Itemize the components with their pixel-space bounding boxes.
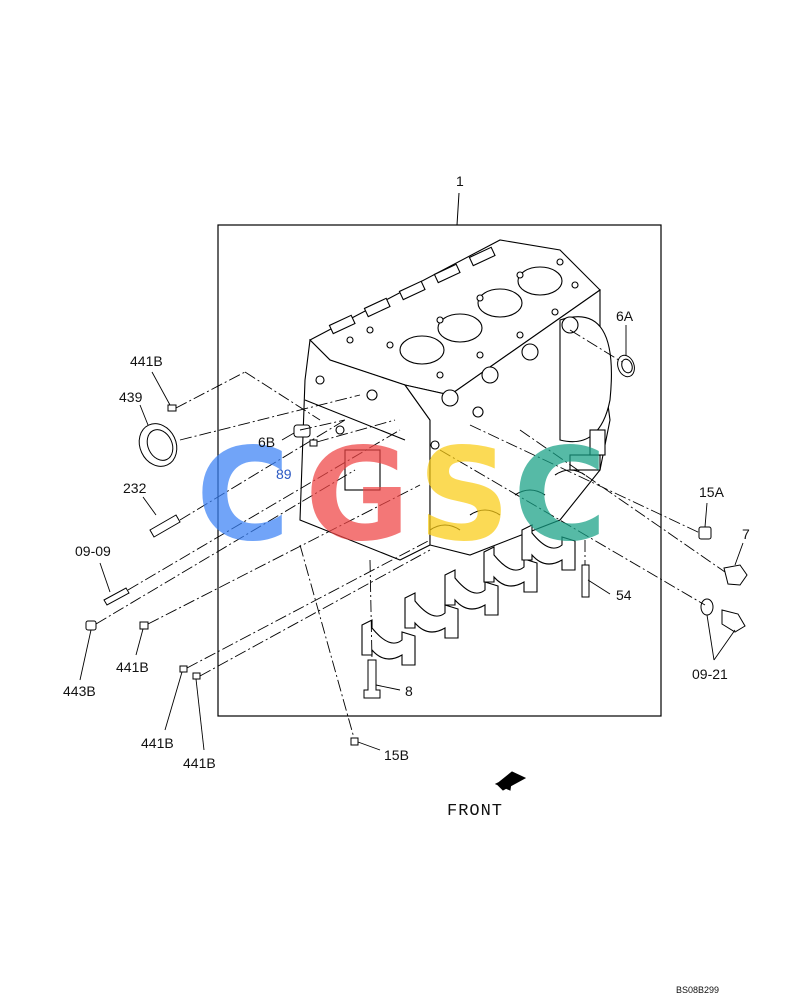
parts [85,354,748,746]
document-code: BS08B299 [676,985,720,995]
callout-54: 54 [616,587,632,603]
callout-15A: 15A [699,484,724,500]
plug-15A [698,526,712,540]
stud-232 [149,514,181,538]
callout-439: 439 [119,389,143,405]
plug-6B [293,424,311,438]
callout-15B: 15B [384,747,409,763]
assembly-lines [95,329,726,739]
callout-443B: 443B [63,683,96,699]
callout-7: 7 [742,526,750,542]
callout-441B-low1: 441B [141,735,174,751]
callout-441B-mid: 441B [116,659,149,675]
plug-443B [85,620,97,631]
callout-6A: 6A [616,308,634,324]
pin-09-09 [103,587,130,606]
watermark-letter-c2: C [513,421,607,570]
watermark-letter-g: G [305,421,411,570]
callout-441B-low2: 441B [183,755,216,771]
watermark-letter-c1: C [196,421,290,570]
callout-8: 8 [405,683,413,699]
callout-89: 89 [276,466,292,482]
washer-09-21 [700,598,714,616]
callout-1: 1 [456,173,464,189]
bolt-8 [363,659,381,699]
plug-441B-low1 [179,665,188,673]
callout-09-09: 09-09 [75,543,111,559]
watermark-letter-s: S [418,421,511,570]
fitting-09-21 [721,609,746,633]
plug-89 [309,439,318,447]
plug-441B-low2 [192,672,201,680]
plug-15B [350,737,359,746]
plug-441B-top [167,404,177,412]
callout-leaders [79,325,744,751]
front-label: FRONT [447,802,504,821]
callout-6B: 6B [258,434,276,450]
assembly-frame [217,224,662,717]
plug-441B-mid [139,621,149,630]
leader-1 [456,192,460,226]
oil-seal-439 [138,423,178,467]
callout-232: 232 [123,480,147,496]
cylinder-block [299,239,612,561]
callout-09-21: 09-21 [692,666,728,682]
front-arrow-icon [494,771,527,791]
plug-7 [723,564,748,586]
callout-441B-top: 441B [130,353,163,369]
bearing-caps [361,524,576,666]
